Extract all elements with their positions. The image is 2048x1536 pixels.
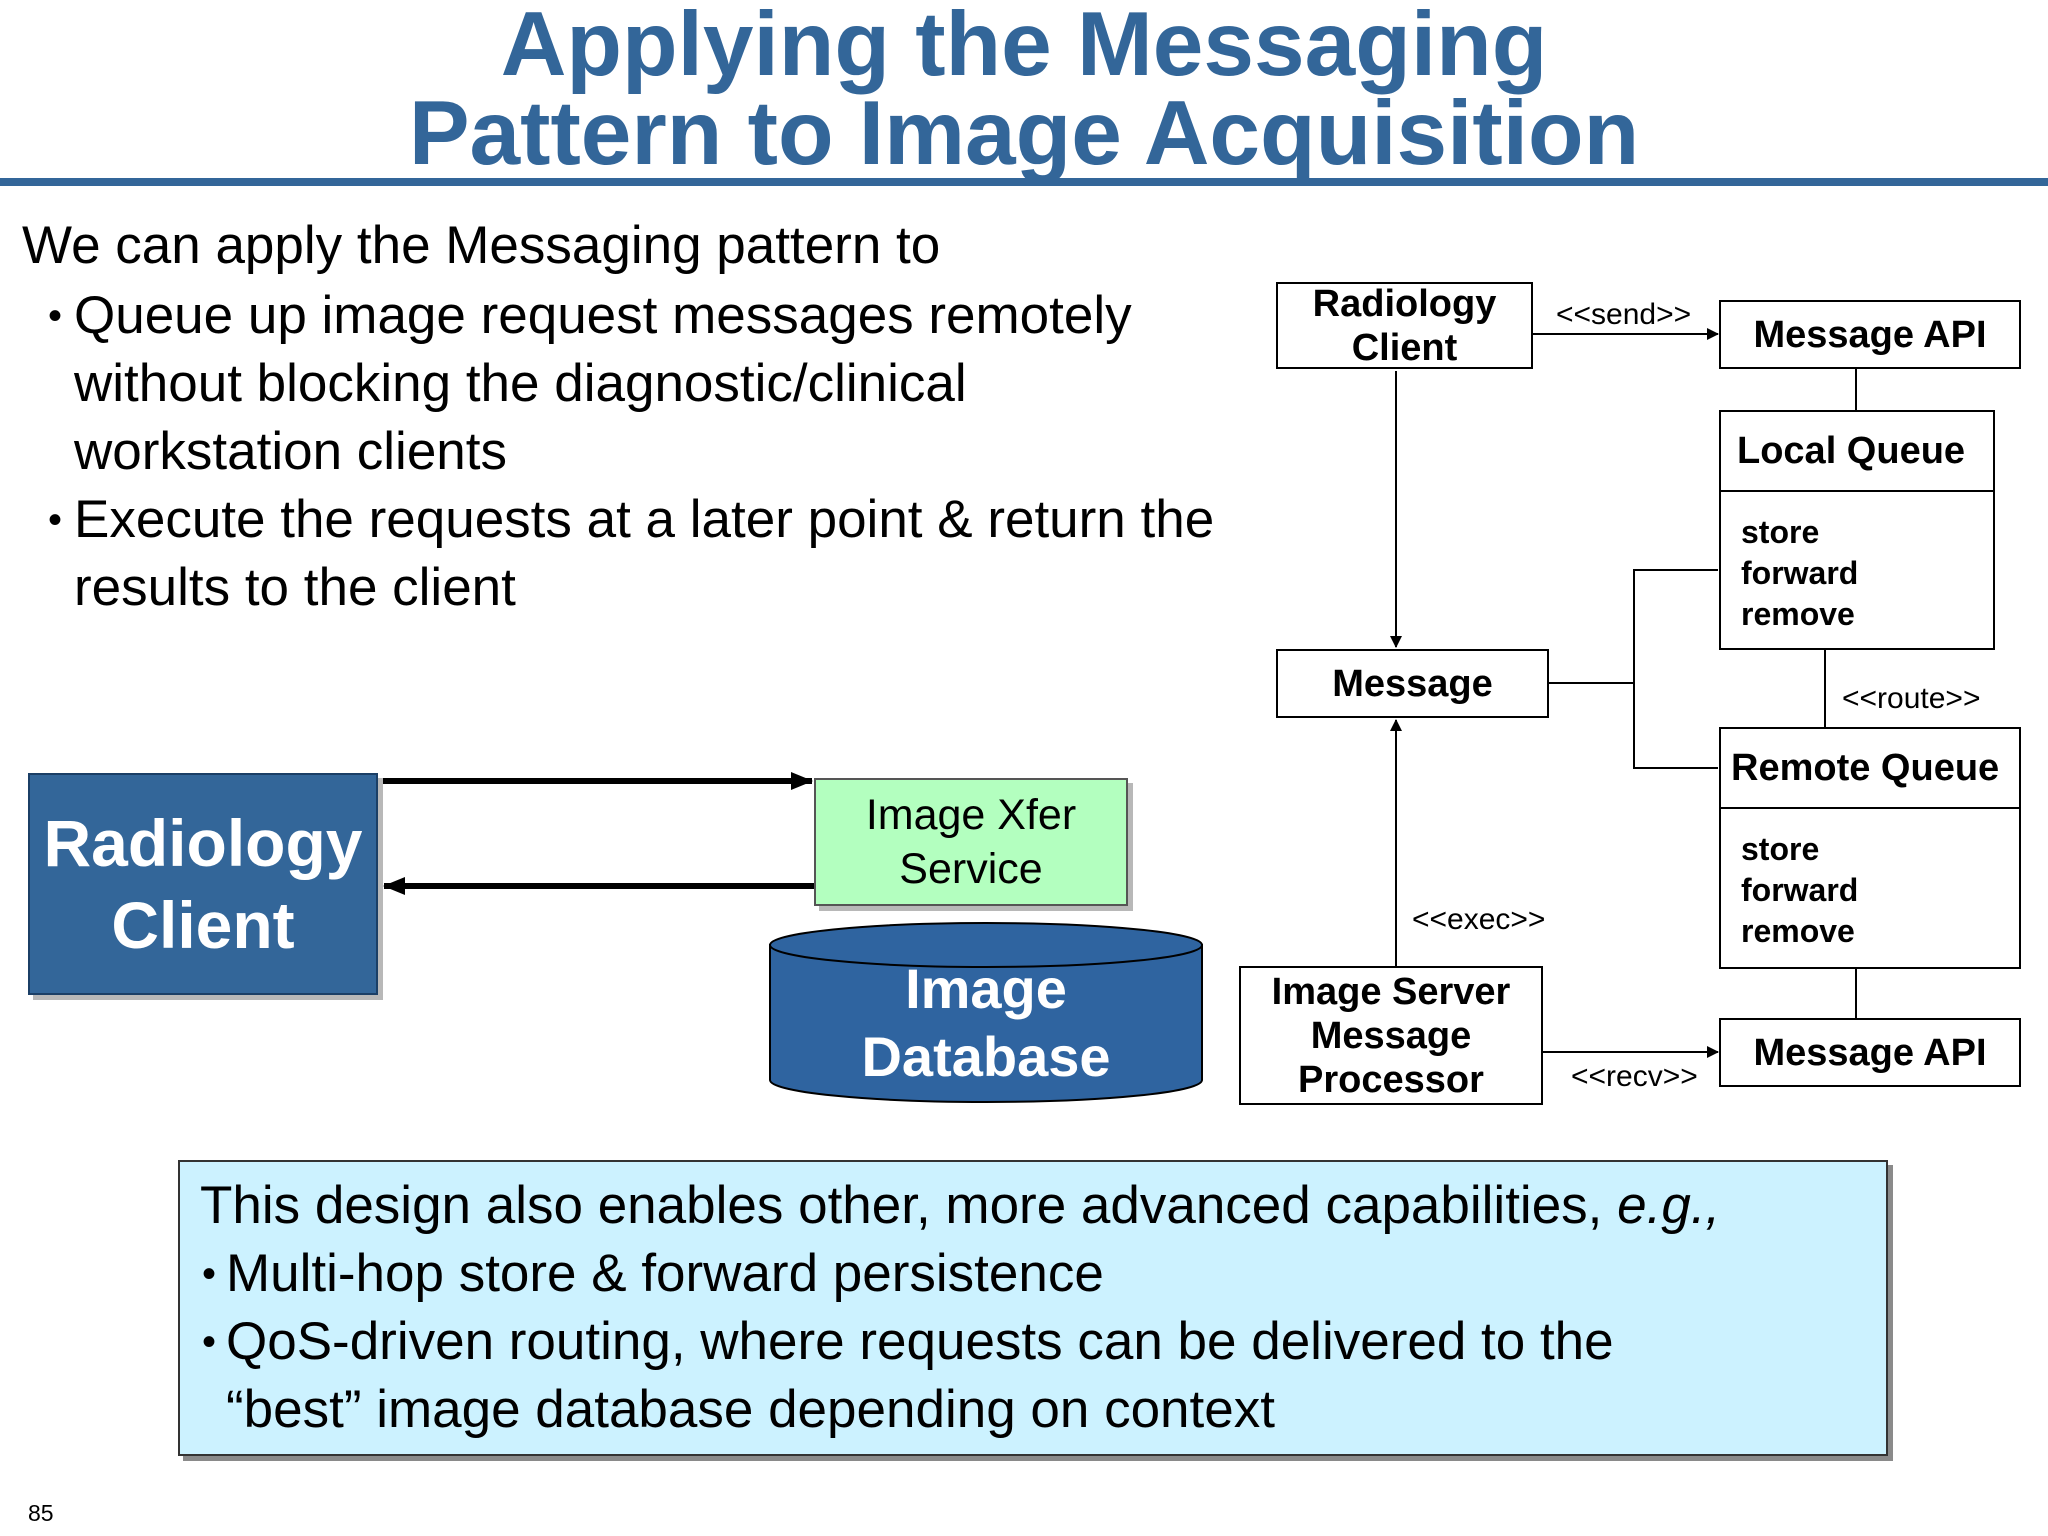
remote-queue-op-remove: remove [1741,913,1855,949]
note-lead-italic: e.g., [1617,1176,1721,1235]
intro-lead: We can apply the Messaging pattern to [22,216,941,275]
message-box: Message [1276,649,1549,718]
note-bullet-1: Multi-hop store & forward persistence [226,1244,1104,1303]
note-lead-text: This design also enables other, more adv… [200,1176,1618,1235]
remote-queue-op-forward: forward [1741,872,1859,908]
message-to-queues-connector [1633,569,1718,769]
local-queue-op-store: store [1741,514,1820,550]
radiology-client-block: Radiology Client [28,773,378,995]
image-xfer-label-line-2: Service [899,845,1043,893]
image-server-line-3: Processor [1298,1058,1484,1101]
capabilities-note: This design also enables other, more adv… [178,1160,1888,1456]
remote-queue-op-store: store [1741,831,1820,867]
title-rule [0,178,2048,186]
image-database-label-line-1: Image [905,957,1067,1020]
intro-bullet-1-line-3: workstation clients [74,422,508,481]
radiology-client-box-line-1: Radiology [1312,282,1497,325]
note-lead: This design also enables other, more adv… [200,1172,1720,1240]
local-queue-op-forward: forward [1741,555,1859,591]
exec-label: <<exec>> [1412,903,1546,936]
bullet-icon: • [48,498,63,542]
message-api-top-box: Message API [1719,300,2021,369]
radiology-client-label-line-2: Client [111,888,295,962]
slide-title: Applying the Messaging Pattern to Image … [0,0,2048,184]
image-xfer-label-line-1: Image Xfer [865,791,1077,839]
message-api-bottom-box: Message API [1719,1018,2021,1087]
slide-title-line-2: Pattern to Image Acquisition [408,83,1640,184]
bullet-icon: • [202,1320,217,1364]
slide-title-line-1: Applying the Messaging [500,0,1548,95]
image-server-line-2: Message [1310,1014,1472,1057]
image-database-cylinder [769,922,1203,1103]
bullet-icon: • [48,294,63,338]
image-server-message-processor-box: Image Server Message Processor [1239,966,1543,1105]
route-label: <<route>> [1842,682,1981,715]
image-server-line-1: Image Server [1271,970,1511,1013]
local-queue-box: Local Queue store forward remove [1719,410,1995,650]
image-database-label-line-2: Database [861,1025,1111,1088]
remote-queue-box: Remote Queue store forward remove [1719,727,2021,969]
image-xfer-service-block: Image Xfer Service [814,778,1128,906]
bullet-icon: • [202,1252,217,1296]
local-queue-op-remove: remove [1741,596,1855,632]
radiology-client-box-line-2: Client [1351,326,1458,369]
remote-queue-title: Remote Queue [1721,729,2019,809]
image-database-label: Image Database [770,955,1202,1091]
intro-bullet-2-line-2: results to the client [74,558,516,617]
radiology-client-box: Radiology Client [1276,282,1533,369]
page-number: 85 [28,1500,54,1526]
radiology-client-label-line-1: Radiology [43,806,363,880]
local-queue-title: Local Queue [1721,412,1993,492]
note-bullet-2-line-1: QoS-driven routing, where requests can b… [226,1312,1614,1371]
intro-bullet-1-line-1: Queue up image request messages remotely [74,286,1132,345]
send-label: <<send>> [1556,298,1692,331]
recv-label: <<recv>> [1571,1060,1698,1093]
note-bullet-2-line-2: “best” image database depending on conte… [226,1380,1275,1439]
intro-bullet-1-line-2: without blocking the diagnostic/clinical [74,354,967,413]
intro-bullet-2-line-1: Execute the requests at a later point & … [74,490,1215,549]
